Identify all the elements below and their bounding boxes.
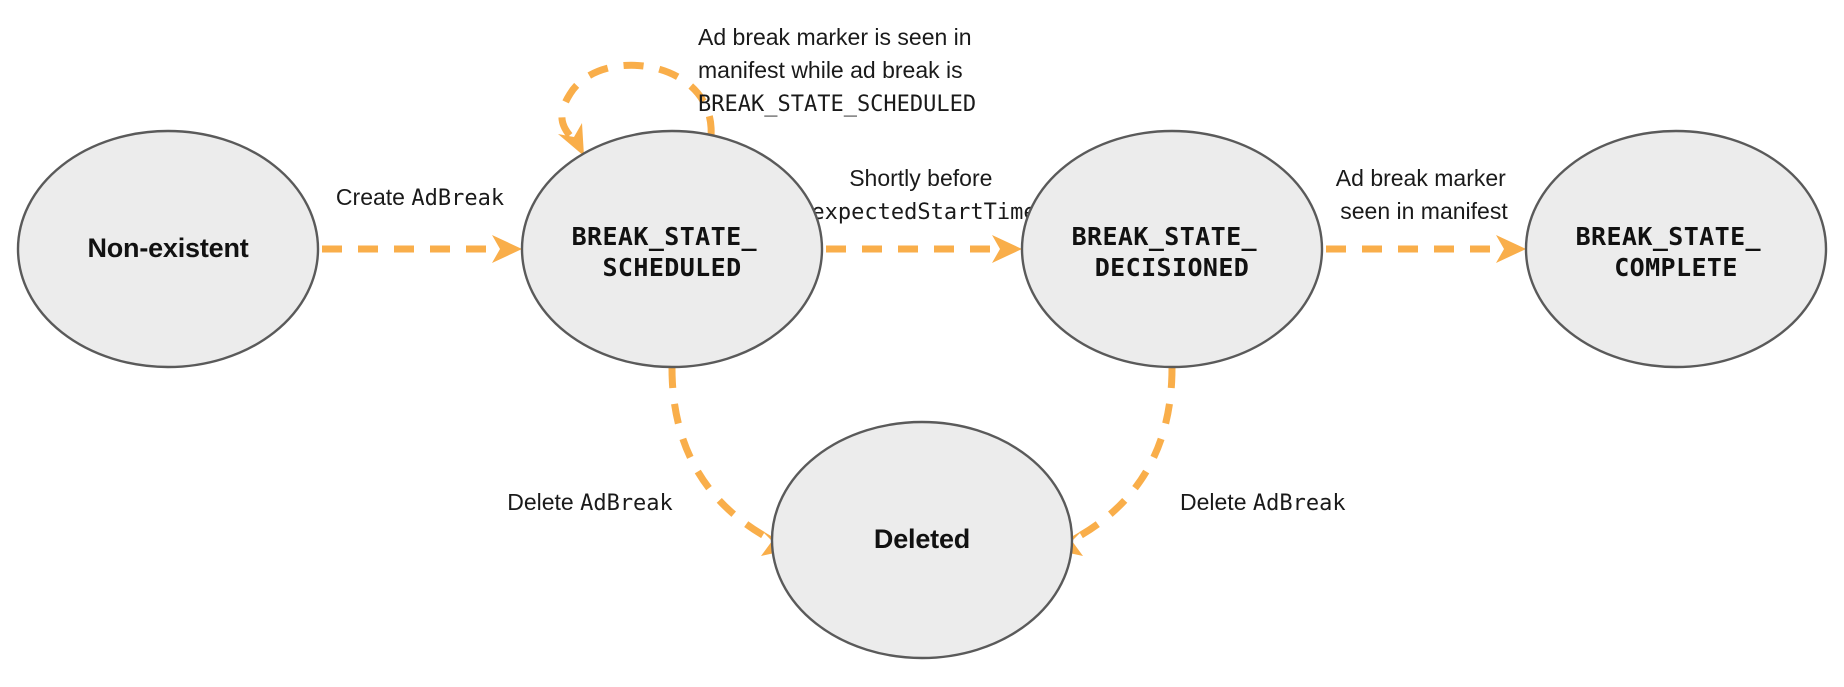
edge-label-line: Ad break marker xyxy=(1336,165,1506,191)
edge-scheduled-self-loop-arrowhead xyxy=(558,123,584,156)
edge-label-seg: AdBreak xyxy=(580,491,673,516)
edge-label-seg: Delete xyxy=(1180,489,1253,515)
node-deleted-label: Deleted xyxy=(874,524,970,554)
node-break-state-scheduled-shape xyxy=(520,129,824,369)
edge-decisioned-to-deleted-label: Delete AdBreak xyxy=(1180,489,1346,516)
node-break-state-decisioned-shape xyxy=(1020,129,1324,369)
node-break-state-decisioned[interactable]: BREAK_STATE_ DECISIONED xyxy=(1020,129,1324,369)
node-break-state-complete-shape xyxy=(1524,129,1828,369)
edge-scheduled-self-loop-path xyxy=(558,61,715,143)
edge-decisioned-to-deleted[interactable]: Delete AdBreak xyxy=(1051,367,1346,556)
edge-label-line: manifest while ad break is xyxy=(698,57,963,83)
edge-decisioned-to-complete-arrowhead xyxy=(1496,235,1526,263)
edge-label-line: Ad break marker is seen in xyxy=(698,24,972,50)
edge-scheduled-self-loop[interactable]: Ad break marker is seen in manifest whil… xyxy=(558,24,978,156)
node-break-state-decisioned-label: BREAK_STATE_ DECISIONED xyxy=(1072,222,1273,282)
edge-scheduled-to-deleted-path xyxy=(668,367,770,542)
edge-decisioned-to-deleted-path xyxy=(1074,367,1176,542)
node-break-state-complete[interactable]: BREAK_STATE_ COMPLETE xyxy=(1524,129,1828,369)
node-non-existent-label: Non-existent xyxy=(87,233,248,263)
node-label-line: BREAK_STATE_ xyxy=(572,222,758,251)
node-label-line: BREAK_STATE_ xyxy=(1072,222,1258,251)
edge-label-seg: Delete xyxy=(507,489,580,515)
node-label-line: DECISIONED xyxy=(1095,253,1250,282)
edge-scheduled-to-decisioned[interactable]: Shortly before expectedStartTime xyxy=(811,165,1037,263)
edge-scheduled-self-loop-label: Ad break marker is seen in manifest whil… xyxy=(698,24,978,117)
edge-label-line: Shortly before xyxy=(849,165,992,191)
node-label-line: Non-existent xyxy=(87,233,248,263)
node-label-line: BREAK_STATE_ xyxy=(1576,222,1762,251)
node-deleted[interactable]: Deleted xyxy=(770,420,1074,660)
edge-label-line: expectedStartTime xyxy=(811,200,1036,225)
edge-scheduled-to-decisioned-arrowhead xyxy=(992,235,1022,263)
node-deleted-shape xyxy=(770,420,1074,660)
node-non-existent[interactable]: Non-existent xyxy=(16,129,320,369)
edge-label-line: seen in manifest xyxy=(1340,198,1508,224)
edge-label-seg: AdBreak xyxy=(411,186,504,211)
edge-scheduled-to-deleted[interactable]: Delete AdBreak xyxy=(507,367,793,556)
edge-create-adbreak-arrowhead xyxy=(492,235,522,263)
edge-label-seg: Create xyxy=(336,184,411,210)
edge-decisioned-to-complete[interactable]: Ad break marker seen in manifest xyxy=(1326,165,1526,263)
node-non-existent-shape xyxy=(16,129,320,369)
edge-decisioned-to-complete-label: Ad break marker seen in manifest xyxy=(1336,165,1512,224)
edge-scheduled-to-decisioned-label: Shortly before expectedStartTime xyxy=(811,165,1036,225)
edge-create-adbreak-label: Create AdBreak xyxy=(336,184,504,211)
edge-scheduled-to-deleted-label: Delete AdBreak xyxy=(507,489,673,516)
node-label-line: SCHEDULED xyxy=(602,253,741,282)
edge-label-seg: AdBreak xyxy=(1253,491,1346,516)
node-label-line: Deleted xyxy=(874,524,970,554)
node-break-state-complete-label: BREAK_STATE_ COMPLETE xyxy=(1576,222,1777,282)
node-break-state-scheduled[interactable]: BREAK_STATE_ SCHEDULED xyxy=(520,129,824,369)
edge-label-line: BREAK_STATE_SCHEDULED xyxy=(698,92,976,117)
node-label-line: COMPLETE xyxy=(1614,253,1738,282)
edge-create-adbreak[interactable]: Create AdBreak xyxy=(322,184,522,263)
node-break-state-scheduled-label: BREAK_STATE_ SCHEDULED xyxy=(572,222,773,282)
